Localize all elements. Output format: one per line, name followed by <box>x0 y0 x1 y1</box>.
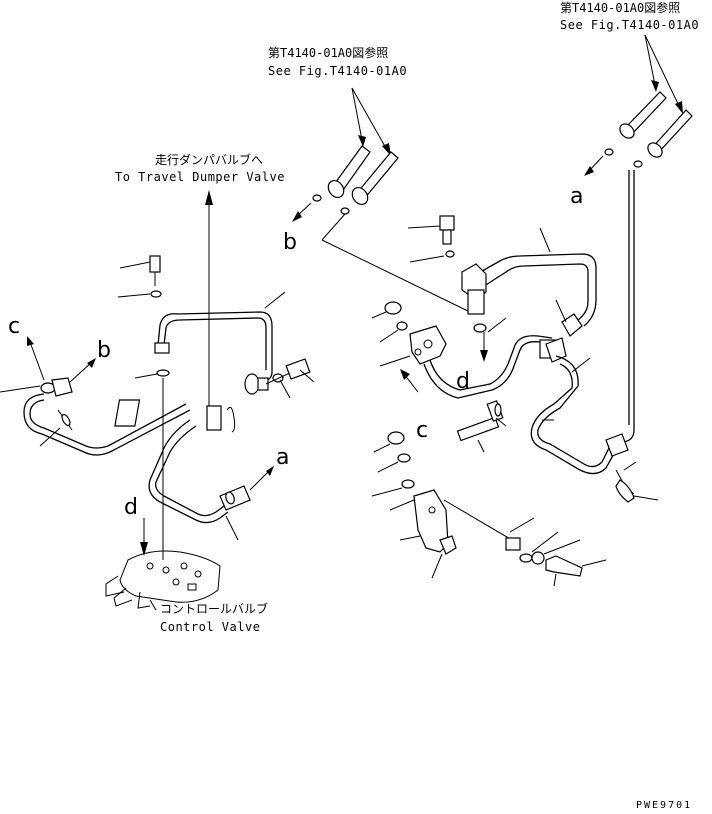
ref-top-mid-jp: 第T4140-01A0図参照 <box>268 45 388 60</box>
control-valve-jp: コントロールバルブ <box>160 601 268 616</box>
ref-letter-b-mid: b <box>283 230 297 255</box>
ref-letter-d-right: d <box>456 369 470 394</box>
ref-letter-b-left: b <box>97 338 111 363</box>
ref-top-right-jp: 第T4140-01A0図参照 <box>560 0 680 15</box>
ref-top-mid-en: See Fig.T4140-01A0 <box>268 64 407 78</box>
ref-letter-a-left: a <box>276 445 289 470</box>
right-assembly <box>371 215 659 587</box>
ref-letter-c-left: c <box>8 314 20 339</box>
control-valve-en: Control Valve <box>160 620 260 634</box>
ref-letter-d-left: d <box>124 495 138 520</box>
top-mid-fittings <box>292 87 471 313</box>
travel-valve-jp: 走行ダンパバルブへ <box>155 152 263 167</box>
travel-valve-en: To Travel Dumper Valve <box>115 170 285 184</box>
ref-letter-c-right: c <box>416 418 428 443</box>
ref-letter-a-right: a <box>570 184 583 209</box>
top-right-fittings <box>584 34 693 447</box>
drawing-code: PWE9701 <box>636 800 692 811</box>
left-assembly <box>0 190 315 611</box>
ref-top-right-en: See Fig.T4140-01A0 <box>560 18 699 32</box>
